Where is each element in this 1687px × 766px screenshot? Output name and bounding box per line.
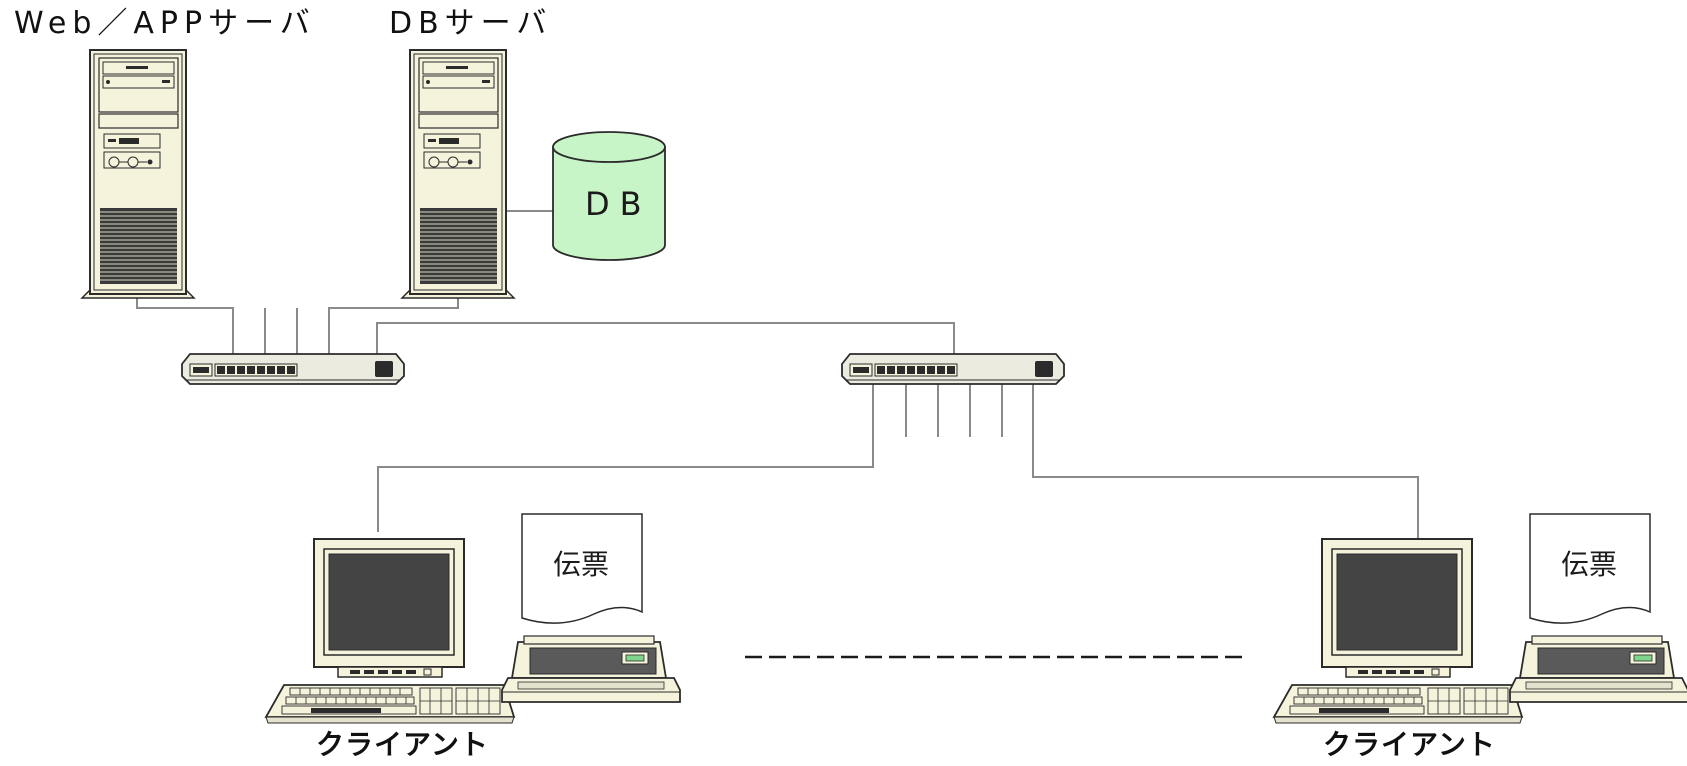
db-server-label: DBサーバ <box>389 6 553 41</box>
web-app-server-icon <box>81 49 195 299</box>
client-right-label: クライアント <box>1323 728 1496 761</box>
db-server-icon <box>401 49 515 299</box>
database-cylinder-icon <box>552 131 666 261</box>
hub-right-icon <box>841 353 1065 385</box>
client-right-workstation-icon <box>1273 538 1523 724</box>
slip-left-label: 伝票 <box>553 548 610 581</box>
slip-right-label: 伝票 <box>1561 548 1618 581</box>
link-hub1-hub2 <box>376 322 955 355</box>
printer-left-icon <box>501 513 681 703</box>
printer-right-icon <box>1509 513 1687 703</box>
database-label: DB <box>585 185 652 223</box>
client-left-workstation-icon <box>265 538 515 724</box>
link-hub2-client-left <box>377 382 874 532</box>
web-app-server-label: Web／APPサーバ <box>14 6 316 41</box>
link-hub2-client-right <box>1032 382 1419 540</box>
hub-left-icon <box>181 353 405 385</box>
client-left-label: クライアント <box>316 728 489 761</box>
